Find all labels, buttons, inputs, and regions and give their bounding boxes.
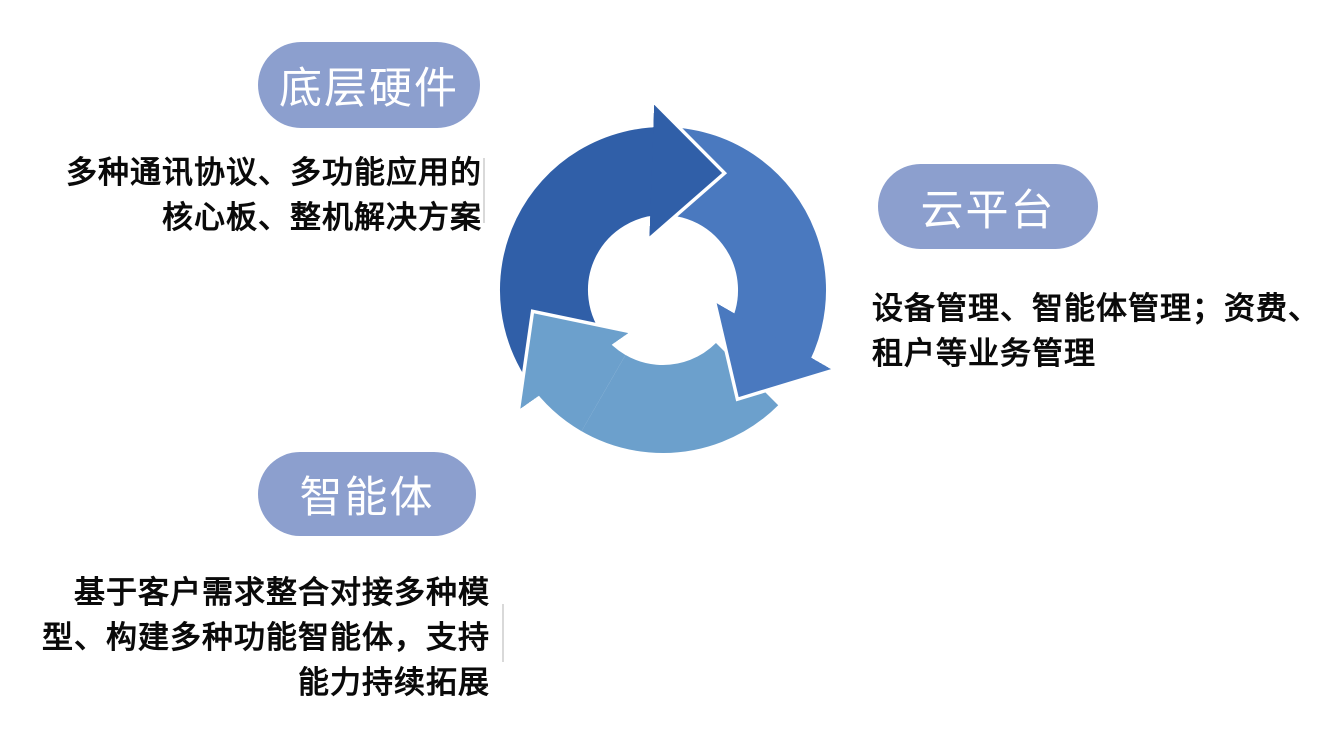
desc-line: 租户等业务管理 [872, 336, 1096, 371]
node-desc-cloud: 设备管理、智能体管理；资费、 租户等业务管理 [872, 286, 1335, 376]
divider-line [483, 158, 485, 223]
node-pill-agent: 智能体 [258, 452, 476, 536]
desc-line: 型、构建多种功能智能体，支持 [42, 620, 490, 655]
desc-line: 基于客户需求整合对接多种模 [74, 575, 490, 610]
cycle-arrow-bottom-head [520, 313, 629, 432]
desc-line: 多种通讯协议、多功能应用的 [66, 155, 482, 190]
cycle-arrows-icon [496, 105, 833, 457]
node-pill-hardware: 底层硬件 [258, 42, 480, 128]
node-pill-hardware-label: 底层硬件 [279, 65, 459, 113]
node-pill-cloud: 云平台 [878, 164, 1098, 249]
desc-line: 设备管理、智能体管理；资费、 [872, 291, 1320, 326]
desc-line: 核心板、整机解决方案 [162, 200, 482, 235]
node-desc-agent: 基于客户需求整合对接多种模 型、构建多种功能智能体，支持 能力持续拓展 [30, 570, 490, 705]
node-pill-agent-label: 智能体 [299, 474, 435, 522]
node-desc-hardware: 多种通讯协议、多功能应用的 核心板、整机解决方案 [40, 150, 482, 240]
node-pill-cloud-label: 云平台 [920, 186, 1056, 235]
desc-line: 能力持续拓展 [298, 665, 490, 700]
divider-line [502, 604, 504, 662]
